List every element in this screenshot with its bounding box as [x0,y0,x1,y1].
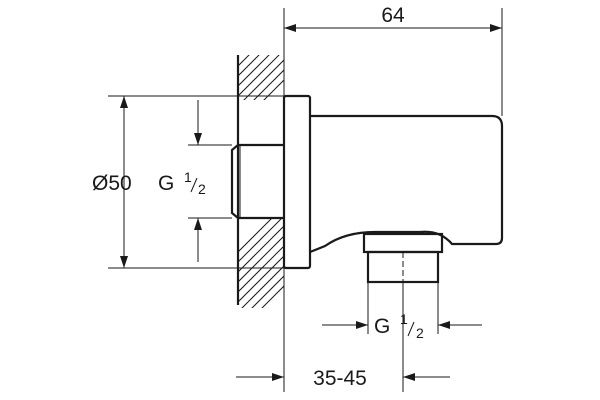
inlet-pipe [230,143,284,220]
overall-length-label: 64 [381,4,405,27]
inlet-thread-dimension: G 1 2 [158,100,232,262]
outlet-spigot [362,232,444,284]
wall-flange [282,94,312,270]
wall-hatching [236,55,284,308]
outlet-thread-prefix: G [374,315,390,338]
wall-range-label: 35-45 [313,367,367,390]
inlet-thread-numerator: 1 [184,169,192,185]
diameter-label: Ø50 [92,172,132,195]
outlet-thread-numerator: 1 [400,311,408,327]
outlet-thread-dimension: G 1 2 [322,282,482,341]
overall-length-dimension: 64 [283,4,503,116]
diameter-dimension: Ø50 [92,95,284,269]
connector-body [309,114,504,254]
inlet-thread-denominator: 2 [198,181,206,197]
inlet-thread-prefix: G [158,172,174,195]
wall-range-dimension: 35-45 [236,268,450,392]
outlet-thread-denominator: 2 [416,325,424,341]
